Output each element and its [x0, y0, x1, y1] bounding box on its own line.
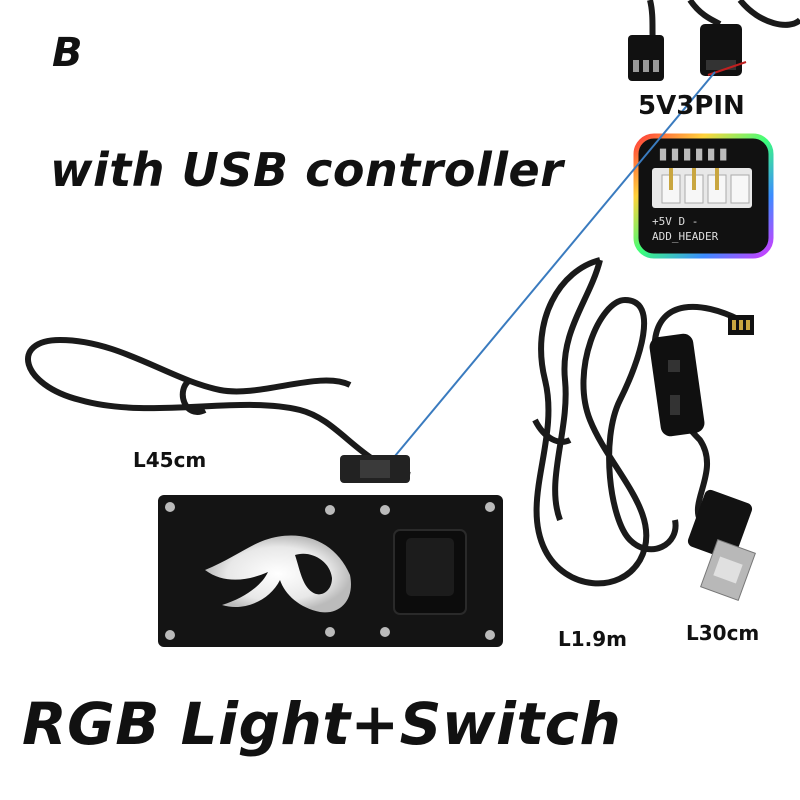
long-cable [532, 257, 679, 587]
usb-cable-length: L30cm [686, 621, 760, 645]
long-cable-length: L1.9m [558, 627, 628, 651]
connector-label: 5V3PIN [638, 91, 745, 121]
leader-line [389, 71, 716, 463]
usb-controller-cable [649, 303, 756, 601]
switch-panel [158, 495, 503, 647]
footer-title: RGB Light+Switch [22, 690, 622, 758]
svg-text:█ █ █ █ █ █: █ █ █ █ █ █ [659, 148, 727, 161]
short-cable-length: L45cm [133, 448, 207, 472]
mechanical-switch [393, 529, 467, 615]
3pin-connector-cable [628, 0, 800, 81]
header-pin-labels: +5V D - [652, 215, 698, 228]
motherboard-header-inset: +5V D - ADD_HEADER █ █ █ █ █ █ [633, 133, 774, 259]
usb-plug [687, 489, 756, 601]
short-cable [25, 336, 411, 483]
panel-logo [205, 535, 351, 613]
subtitle: with USB controller [50, 143, 564, 197]
variant-letter: B [52, 30, 83, 76]
header-silkscreen: ADD_HEADER [652, 230, 719, 243]
